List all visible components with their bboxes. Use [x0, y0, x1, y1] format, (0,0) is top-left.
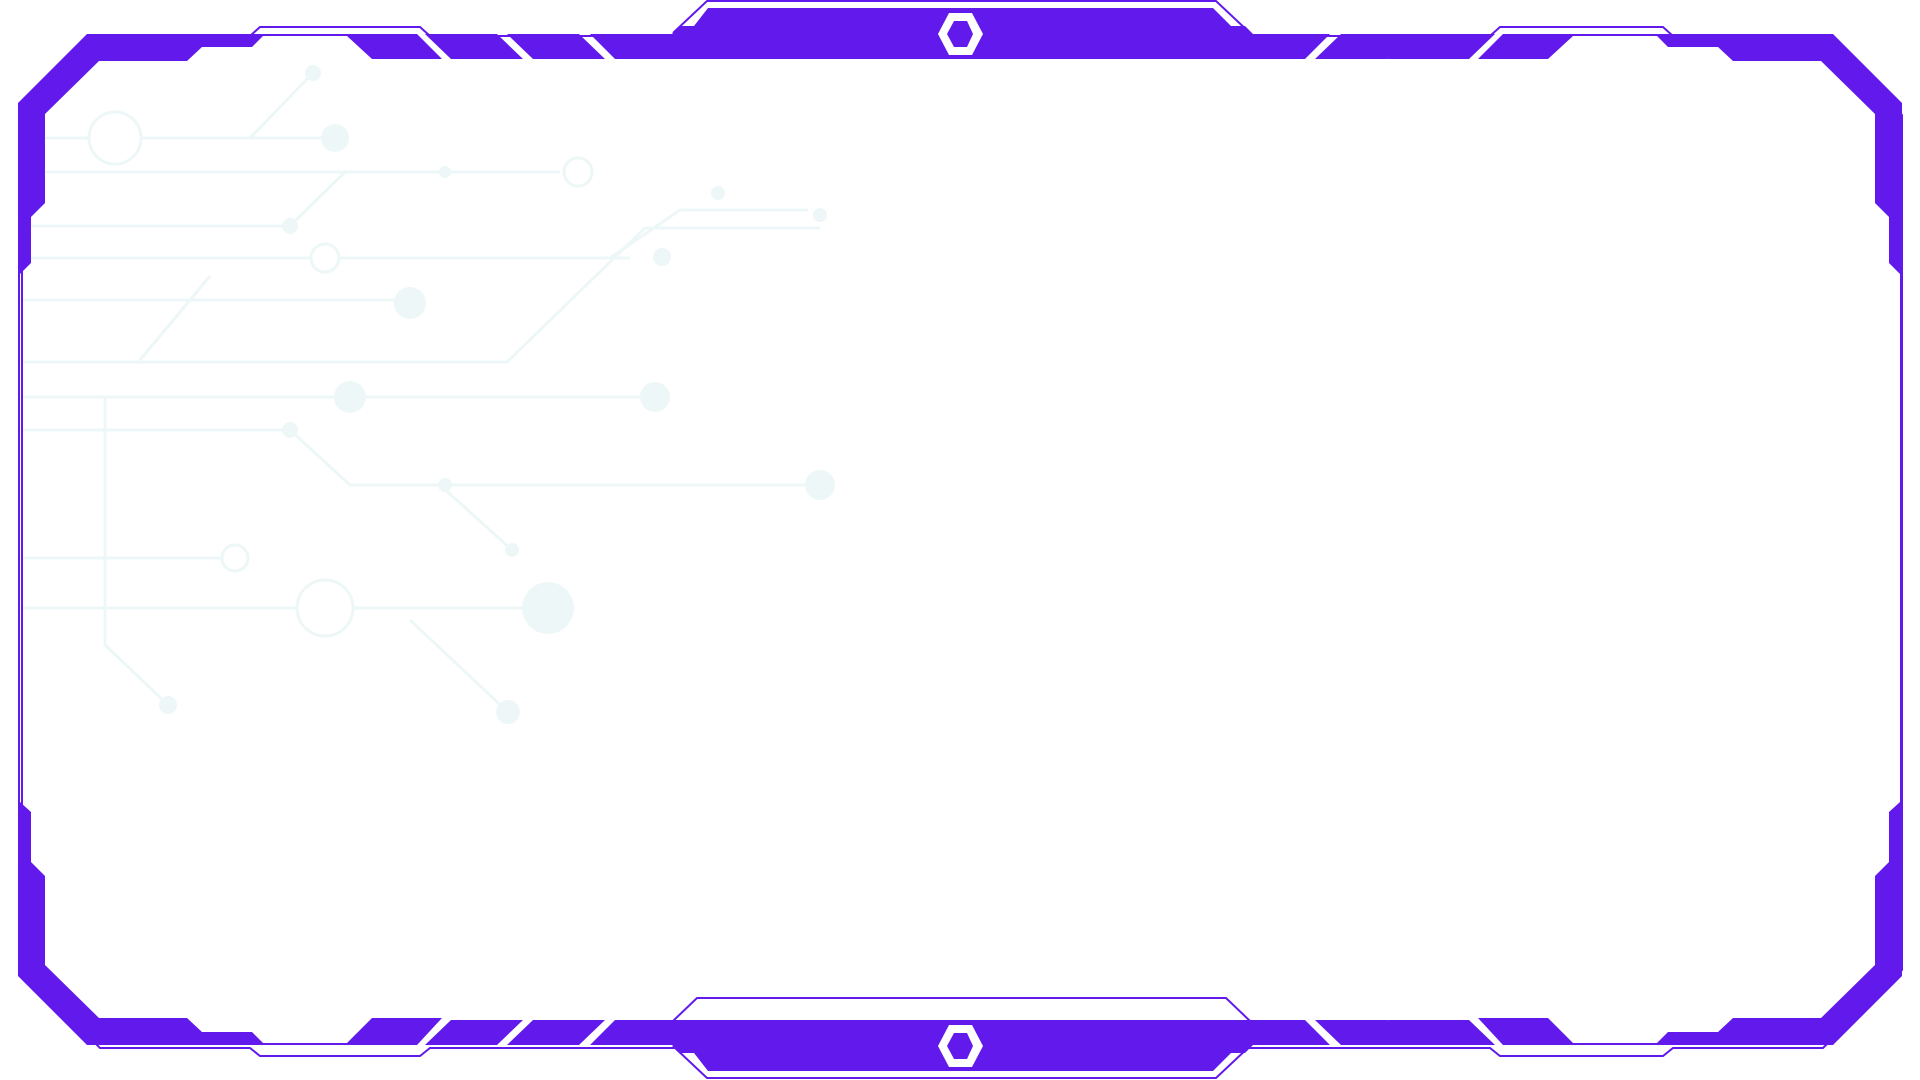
frame-bottom-segment: [425, 1020, 523, 1045]
frame-right-bracket: [1478, 34, 1902, 1045]
frame-inner-outline: [21, 0, 1903, 1079]
frame-left-bracket: [18, 34, 442, 1045]
frame-top-segment: [1387, 34, 1495, 59]
top-hexagon-icon: [938, 13, 983, 55]
frame-bottom-segment: [1315, 1020, 1415, 1045]
circuit-decoration: [22, 65, 835, 724]
frame-bottom-segment: [1387, 1020, 1495, 1045]
bottom-hexagon-icon: [938, 1025, 983, 1067]
frame-top-segment: [1315, 34, 1415, 59]
frame-bottom-segment: [507, 1020, 605, 1045]
frame-top-segment: [507, 34, 605, 59]
frame-top-segment: [425, 34, 523, 59]
frame-border: [18, 8, 1902, 1071]
